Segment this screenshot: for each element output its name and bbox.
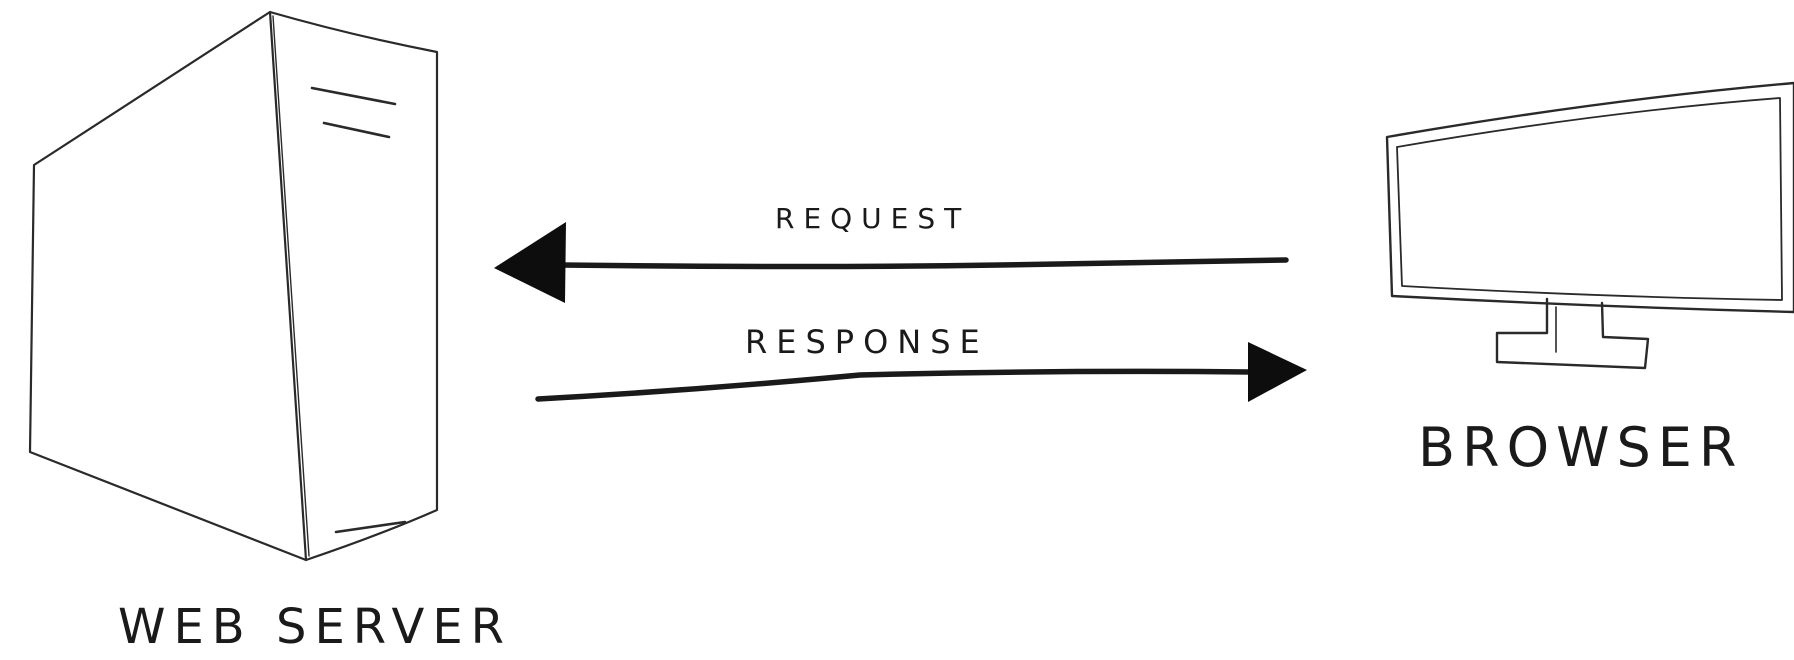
web-server-icon bbox=[30, 12, 437, 560]
browser-label: BROWSER bbox=[1418, 421, 1743, 475]
response-arrowhead bbox=[1248, 342, 1307, 402]
request-arrowhead bbox=[494, 222, 566, 303]
response-label: RESPONSE bbox=[745, 326, 989, 358]
web-server-label: WEB SERVER bbox=[118, 603, 512, 651]
browser-monitor-icon bbox=[1387, 83, 1794, 368]
request-label: REQUEST bbox=[775, 205, 970, 233]
